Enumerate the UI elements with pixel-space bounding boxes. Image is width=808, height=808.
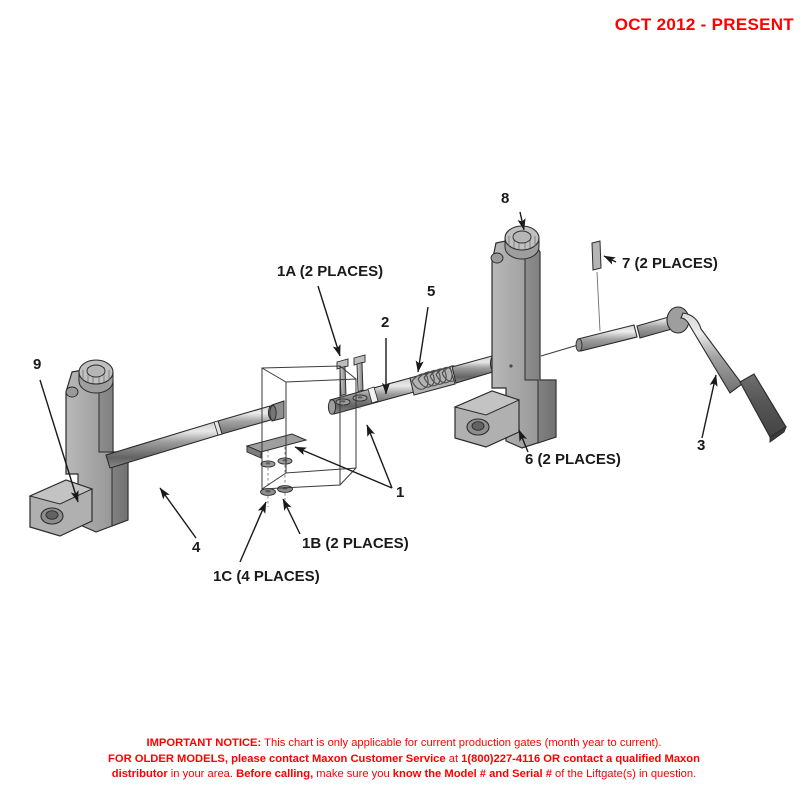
right-bracket-assembly [453,225,557,449]
callout-leaders [39,211,718,563]
hex-bolt [353,354,366,393]
callout-label-4: 4 [192,539,201,556]
callout-label-1: 1 [396,484,404,501]
spring-coil [409,365,459,396]
notice-run-regular: at [445,752,462,765]
hardware-fasteners [245,354,368,507]
callout-label-8: 7 (2 PLACES) [622,255,718,272]
callout-label-1C: 1C (4 PLACES) [213,568,320,585]
notice-run-bold: IMPORTANT NOTICE: [146,737,262,749]
u-bracket-outline [261,365,357,490]
callout-labels: 9 4 1C (4 PLACES) 1B (2 PLACES) 1A (2 PL… [33,190,718,585]
callout-label-3: 3 [697,437,705,454]
page-date-range: OCT 2012 - PRESENT [614,15,794,34]
callout-label-2: 2 [381,314,389,331]
exploded-parts-diagram: 9 4 1C (4 PLACES) 1B (2 PLACES) 1A (2 PL… [28,190,787,585]
pin-and-stub-shaft [540,240,638,357]
left-torsion-bar [105,405,277,469]
notice-line-2: FOR OLDER MODELS, please contact Maxon C… [0,752,808,768]
callout-label-1B: 1B (2 PLACES) [302,535,409,552]
important-notice: IMPORTANT NOTICE: This chart is only app… [0,736,808,783]
notice-run-bold: 1(800)227-4116 OR contact a qualified Ma… [461,752,700,765]
callout-label-7: 8 [501,190,509,207]
notice-line-1: IMPORTANT NOTICE: This chart is only app… [0,736,808,752]
center-shaft-assembly [269,355,499,422]
callout-label-5: 5 [427,283,435,300]
notice-run-regular: of the Liftgate(s) in question. [551,768,697,780]
notice-run-regular: in your area. [167,768,237,780]
notice-run-bold: know the Model # and Serial # [392,768,552,780]
notice-run-bold: Before calling, [236,768,314,780]
callout-label-9: 9 [33,356,41,373]
notice-run-bold: distributor [111,768,168,780]
left-bracket-assembly [28,359,129,537]
notice-run-regular: make sure you [313,768,393,780]
crank-handle [636,306,787,443]
callout-label-1A: 1A (2 PLACES) [277,263,383,280]
notice-line-3: distributor in your area. Before calling… [0,767,808,783]
hex-bolt [336,358,349,397]
notice-run-regular: This chart is only applicable for curren… [261,737,662,749]
callout-label-6: 6 (2 PLACES) [525,451,621,468]
notice-run-bold: FOR OLDER MODELS, please contact Maxon C… [108,752,446,765]
